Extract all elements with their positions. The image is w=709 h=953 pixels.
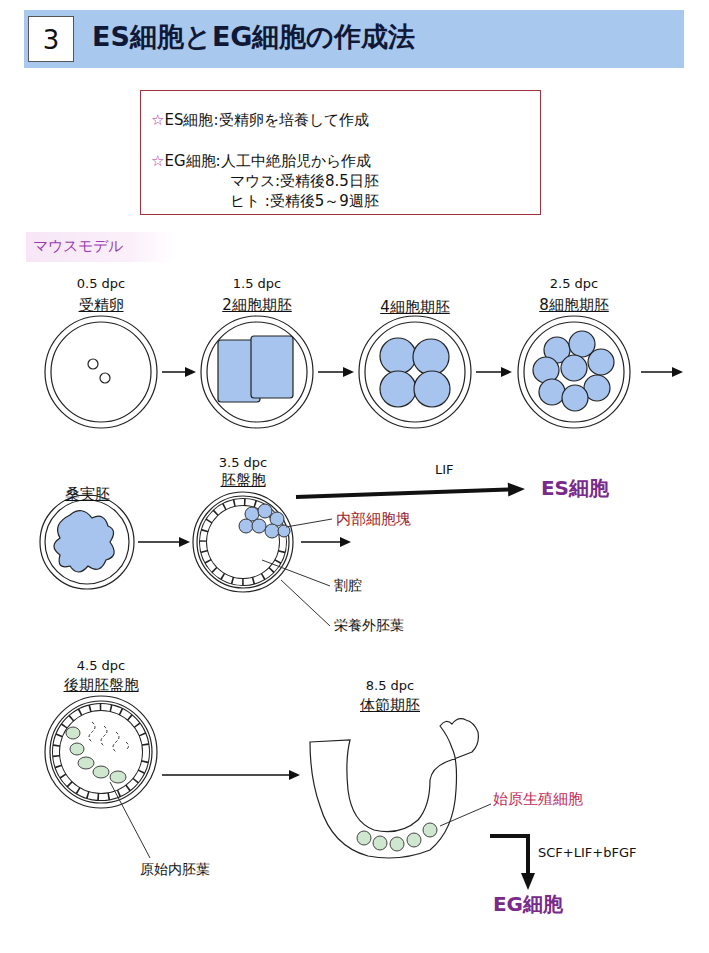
- leader-line: [262, 519, 332, 626]
- info-text: マウス:受精後8.5日胚: [230, 172, 379, 190]
- connector-arrow: [138, 537, 190, 547]
- part-label: 内部細胞塊: [336, 510, 411, 528]
- connector-arrow: [162, 367, 196, 377]
- embryo-stage: 2.5 dpc 8細胞期胚: [512, 276, 636, 432]
- zygote-drawing: [45, 316, 157, 428]
- connector-line: [138, 541, 179, 543]
- stage-label: 受精卵: [79, 296, 124, 314]
- connector-line: [490, 836, 528, 873]
- edge-label: LIF: [435, 462, 454, 478]
- stage-label: 体節期胚: [360, 696, 420, 714]
- arrow-head: [521, 873, 535, 890]
- part-label: 栄養外胚葉: [334, 617, 404, 634]
- embryo-stage: 1.5 dpc 2細胞期胚: [196, 276, 318, 432]
- part-label: 始原生殖細胞: [493, 790, 583, 808]
- cell-name: EG細胞: [493, 892, 563, 916]
- morula-drawing: [40, 495, 134, 589]
- connector-arrow: [476, 367, 512, 377]
- late-blastocyst-drawing: [45, 696, 157, 858]
- connector-line: [162, 774, 289, 776]
- dpc-label: 1.5 dpc: [233, 276, 281, 292]
- blastocyst-drawing: [193, 492, 293, 592]
- section-label: マウスモデル: [33, 237, 123, 255]
- dpc-label: 4.5 dpc: [77, 658, 125, 674]
- embryo-stage: 8.5 dpc 体節期胚: [300, 678, 490, 862]
- somite-embryo-drawing: [310, 719, 491, 858]
- stage-label: 4細胞期胚: [380, 298, 450, 316]
- stage-label: 桑実胚: [65, 485, 110, 503]
- embryo-stage: 0.5 dpc 受精卵: [40, 276, 162, 432]
- four-cell-drawing: [359, 316, 471, 428]
- arrow-head: [179, 537, 190, 547]
- dpc-label: 8.5 dpc: [366, 678, 414, 694]
- connector-arrow: [318, 367, 354, 377]
- arrow-head: [501, 367, 512, 377]
- dpc-label: 2.5 dpc: [550, 276, 598, 292]
- part-label: 割腔: [334, 577, 362, 594]
- arrow-head: [508, 483, 525, 497]
- two-cell-drawing: [201, 316, 313, 428]
- info-box: ☆ES細胞:受精卵を培養して作成 ☆EG細胞:人工中絶胎児から作成マウス:受精後8…: [140, 90, 541, 215]
- embryo-stage: 4細胞期胚: [354, 276, 476, 432]
- dpc-label: 0.5 dpc: [77, 276, 125, 292]
- stage-label: 8細胞期胚: [539, 296, 609, 314]
- stage-label: 胚盤胞: [221, 471, 266, 489]
- stage-label: 2細胞期胚: [222, 296, 292, 314]
- part-label: 原始内胚葉: [140, 861, 210, 878]
- continue-arrow: [641, 367, 683, 377]
- connector-arrow: [490, 836, 535, 890]
- stage-label: 後期胚盤胞: [64, 676, 139, 694]
- connector-line: [162, 371, 185, 373]
- connector-line: [476, 371, 501, 373]
- info-text: ヒト :受精後5～9週胚: [230, 192, 379, 210]
- cell-name: ES細胞: [541, 476, 609, 500]
- arrow-head: [185, 367, 196, 377]
- cell-result: ES細胞: [525, 474, 625, 504]
- eight-cell-drawing: [518, 316, 630, 428]
- edge-label: SCF+LIF+bFGF: [538, 845, 636, 861]
- connector-arrow: [296, 483, 525, 497]
- connector-line: [296, 490, 508, 497]
- callout-number: 3: [28, 16, 74, 62]
- info-text: ☆EG細胞:人工中絶胎児から作成: [151, 152, 371, 170]
- arrow-head: [289, 770, 300, 780]
- continue-arrow: [301, 537, 351, 547]
- embryo-stage: 3.5 dpc胚盤胞: [190, 455, 296, 592]
- connector-arrow: [162, 770, 300, 780]
- embryo-stage: 4.5 dpc 後期胚盤胞: [40, 658, 162, 810]
- dpc-label: 3.5 dpc: [219, 455, 267, 471]
- cell-result: EG細胞: [478, 890, 578, 922]
- info-text: ☆ES細胞:受精卵を培養して作成: [151, 111, 369, 129]
- embryo-stage: 桑実胚: [36, 478, 138, 592]
- title-text: ES細胞とEG細胞の作成法: [92, 21, 416, 53]
- arrow-head: [343, 367, 354, 377]
- connector-line: [318, 371, 343, 373]
